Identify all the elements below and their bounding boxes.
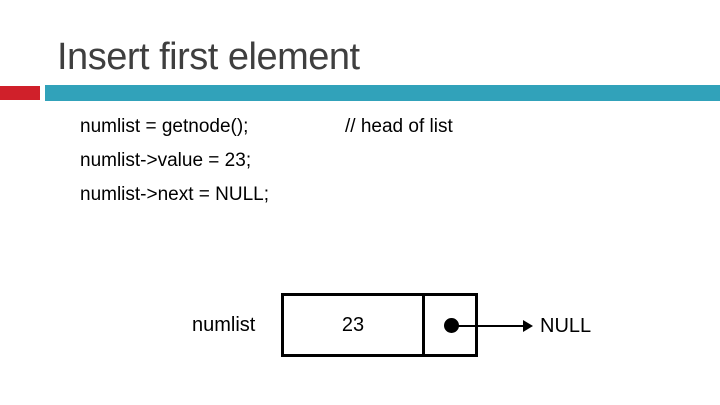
code-block: numlist = getnode(); // head of list num… (80, 110, 453, 212)
accent-bar-red (0, 86, 40, 100)
node-value-text: 23 (341, 313, 365, 336)
code-line-1: numlist = getnode(); // head of list (80, 110, 453, 144)
node-value-cell: 23 (284, 296, 425, 354)
next-pointer-arrow-line (451, 325, 526, 327)
pointer-variable-label: numlist (192, 314, 256, 336)
code-comment-head-of-list: // head of list (345, 116, 453, 137)
code-line-3: numlist->next = NULL; (80, 184, 270, 205)
null-label: NULL (540, 315, 592, 337)
code-line-2: numlist->value = 23; (80, 150, 252, 171)
page-title: Insert first element (57, 36, 360, 78)
code-statement-getnode: numlist = getnode(); (80, 116, 249, 137)
accent-bar-teal (45, 85, 720, 101)
arrow-right-icon (523, 320, 533, 332)
